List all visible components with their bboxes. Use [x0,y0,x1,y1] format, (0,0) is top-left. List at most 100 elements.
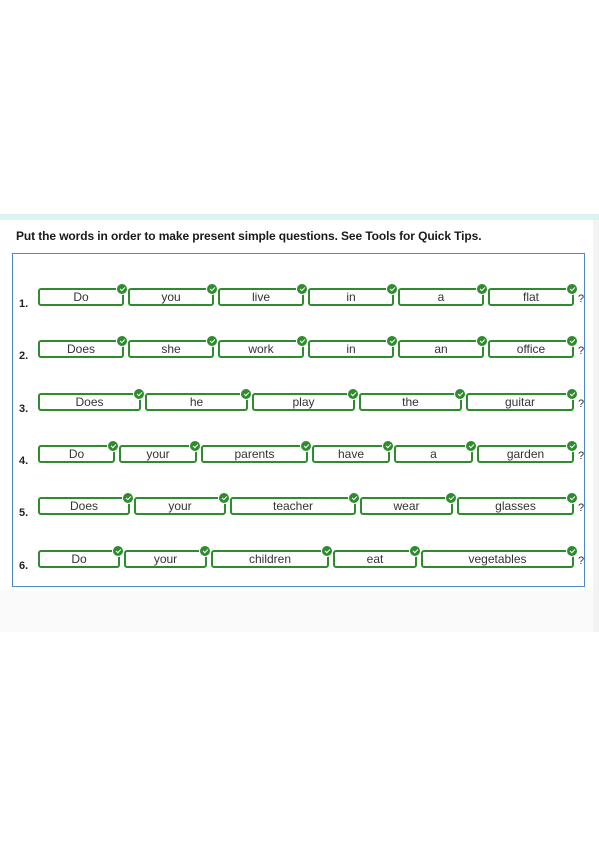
word-text: he [189,395,204,409]
word-text: teacher [272,499,314,513]
check-circle-icon [300,440,312,452]
word-text: Do [73,290,89,304]
check-circle-icon [348,492,360,504]
word-text: in [346,342,356,356]
check-circle-icon [386,283,398,295]
top-accent-strip [0,214,599,220]
word-text: a [437,290,445,304]
question-mark: ? [578,450,585,462]
word-box[interactable]: parents [201,440,312,463]
word-box[interactable]: vegetables [421,545,578,568]
question-row-6: 6. Do your children eat vegetables ? [13,545,586,574]
check-circle-icon [240,388,252,400]
word-box[interactable]: glasses [457,492,578,515]
word-text: have [337,447,365,461]
question-mark: ? [578,555,585,567]
word-box[interactable]: Do [38,545,124,568]
word-box[interactable]: flat [488,283,578,306]
check-circle-icon [454,388,466,400]
check-circle-icon [566,492,578,504]
word-box[interactable]: in [308,283,398,306]
check-circle-icon [296,335,308,347]
word-text: Does [75,395,104,409]
word-box[interactable]: the [359,388,466,411]
word-box[interactable]: work [218,335,308,358]
question-row-2: 2. Does she work in an office ? [13,335,586,364]
word-box[interactable]: Does [38,492,134,515]
check-circle-icon [566,440,578,452]
word-text: an [434,342,448,356]
word-text: children [248,552,292,566]
word-text: your [146,447,170,461]
word-box[interactable]: in [308,335,398,358]
word-box[interactable]: wear [360,492,457,515]
word-box[interactable]: your [124,545,211,568]
word-box[interactable]: Does [38,388,145,411]
question-number: 5. [19,507,29,519]
question-number: 3. [19,403,29,415]
word-box[interactable]: your [134,492,230,515]
check-circle-icon [386,335,398,347]
check-circle-icon [321,545,333,557]
word-box[interactable]: a [394,440,477,463]
word-box[interactable]: Do [38,440,119,463]
word-text: office [516,342,546,356]
question-row-5: 5. Does your teacher wear glasses ? [13,492,586,521]
check-circle-icon [296,283,308,295]
word-box[interactable]: have [312,440,394,463]
check-circle-icon [409,545,421,557]
word-text: your [153,552,178,566]
word-text: work [248,342,274,356]
question-mark: ? [578,398,585,410]
word-box[interactable]: office [488,335,578,358]
word-box[interactable]: children [211,545,333,568]
word-text: Do [71,552,87,566]
check-circle-icon [107,440,119,452]
check-circle-icon [206,283,218,295]
word-text: eat [366,552,384,566]
scrollbar-track [593,220,599,632]
check-circle-icon [206,335,218,347]
word-box[interactable]: an [398,335,488,358]
question-mark: ? [578,502,585,514]
question-mark: ? [578,293,585,305]
word-text: Do [68,447,85,461]
exercise-instruction: Put the words in order to make present s… [16,229,482,243]
word-box[interactable]: teacher [230,492,360,515]
check-circle-icon [116,283,128,295]
check-circle-icon [112,545,124,557]
question-number: 1. [19,298,29,310]
check-circle-icon [476,283,488,295]
check-circle-icon [382,440,394,452]
word-box[interactable]: he [145,388,252,411]
word-box[interactable]: live [218,283,308,306]
word-box[interactable]: play [252,388,359,411]
word-box[interactable]: Do [38,283,128,306]
word-box[interactable]: your [119,440,201,463]
word-text: play [292,395,315,409]
word-box[interactable]: Does [38,335,128,358]
check-circle-icon [199,545,211,557]
word-text: guitar [504,395,536,409]
word-box[interactable]: you [128,283,218,306]
check-circle-icon [122,492,134,504]
word-box[interactable]: eat [333,545,421,568]
question-number: 6. [19,560,29,572]
check-circle-icon [566,335,578,347]
word-box[interactable]: guitar [466,388,578,411]
word-box[interactable]: she [128,335,218,358]
check-circle-icon [566,545,578,557]
word-text: glasses [495,499,536,513]
check-circle-icon [347,388,359,400]
question-row-3: 3. Does he play the guitar ? [13,388,586,417]
word-box[interactable]: a [398,283,488,306]
check-circle-icon [476,335,488,347]
check-circle-icon [116,335,128,347]
check-circle-icon [566,283,578,295]
word-box[interactable]: garden [477,440,578,463]
word-text: she [161,342,181,356]
word-text: wear [393,499,420,513]
word-text: garden [506,447,545,461]
exercise-panel: 1. Do you live in a flat ? 2. Does she w… [12,253,585,587]
word-text: a [430,447,437,461]
